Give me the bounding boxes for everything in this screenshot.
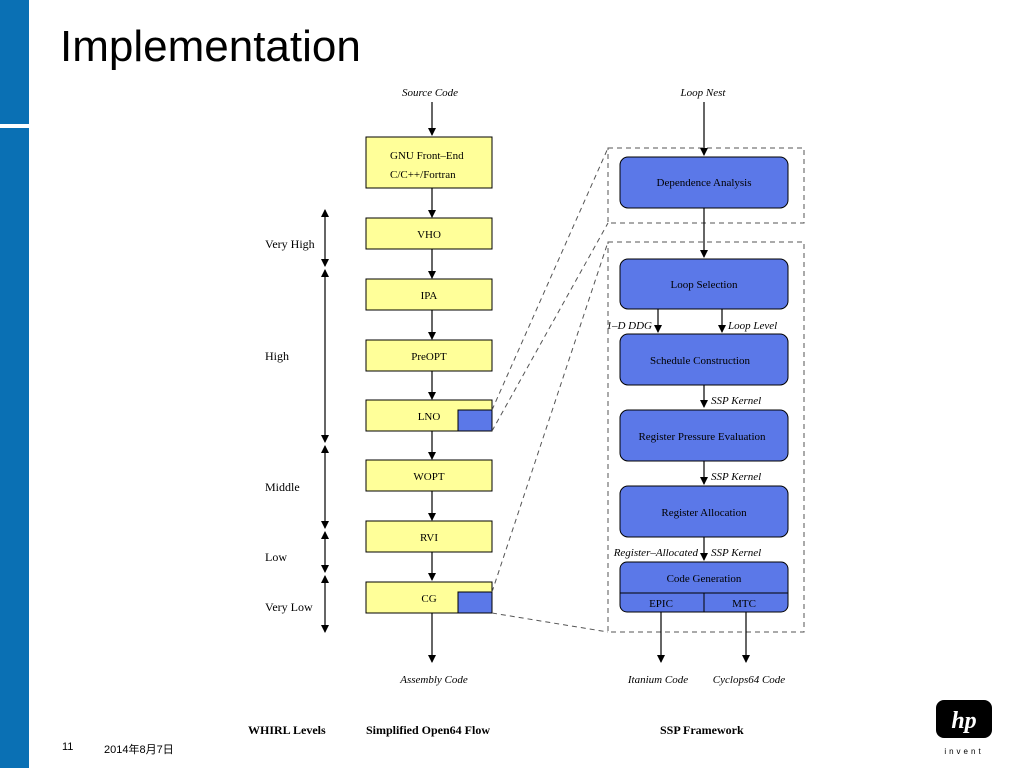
cyclops-code-label: Cyclops64 Code xyxy=(713,674,786,686)
whirl-caption: WHIRL Levels xyxy=(248,723,326,737)
svg-text:Register Pressure Evaluation: Register Pressure Evaluation xyxy=(638,431,766,443)
svg-text:Dependence Analysis: Dependence Analysis xyxy=(657,177,752,189)
ssp-arrows xyxy=(654,102,750,663)
stage-wopt: WOPT xyxy=(365,459,493,492)
register-pressure-box: Register Pressure Evaluation xyxy=(619,409,789,462)
whirl-level-high: High xyxy=(265,349,289,363)
whirl-level-very-high: Very High xyxy=(265,237,315,251)
svg-text:Register Allocation: Register Allocation xyxy=(661,507,747,519)
page-number: 11 xyxy=(62,741,74,753)
source-code-label: Source Code xyxy=(402,87,458,99)
itanium-code-label: Itanium Code xyxy=(627,674,688,686)
hp-logo: hp invent xyxy=(936,700,992,756)
svg-text:IPA: IPA xyxy=(421,290,438,302)
dependence-analysis-box: Dependence Analysis xyxy=(619,156,789,209)
assembly-code-label: Assembly Code xyxy=(399,674,468,686)
ssp-kernel-label-2: SSP Kernel xyxy=(711,471,761,483)
svg-text:CG: CG xyxy=(421,593,436,605)
svg-text:Schedule Construction: Schedule Construction xyxy=(650,355,750,367)
svg-text:VHO: VHO xyxy=(417,229,441,241)
stage-vho: VHO xyxy=(365,217,493,250)
frontend-line2: C/C++/Fortran xyxy=(390,169,456,181)
sidebar-band xyxy=(0,0,29,768)
hp-tagline: invent xyxy=(944,747,983,756)
frontend-box: GNU Front–End C/C++/Fortran xyxy=(365,136,493,189)
loop-level-label: Loop Level xyxy=(727,320,777,332)
svg-text:LNO: LNO xyxy=(418,411,441,423)
stage-rvi: RVI xyxy=(365,520,493,553)
register-allocated-label: Register–Allocated xyxy=(613,547,699,559)
stage-cg: CG xyxy=(365,581,493,614)
footer-date: 2014年8月7日 xyxy=(104,744,174,756)
ddg-label: 1–D DDG xyxy=(606,320,652,332)
mtc-label: MTC xyxy=(732,598,756,610)
dashed-connectors xyxy=(491,147,805,633)
hp-brand-text: hp xyxy=(951,708,976,734)
code-generation-label: Code Generation xyxy=(667,573,742,585)
stage-lno: LNO xyxy=(365,399,493,432)
code-generation-box: Code Generation EPIC MTC xyxy=(619,561,789,613)
loop-nest-label: Loop Nest xyxy=(680,87,727,99)
ssp-caption: SSP Framework xyxy=(660,723,744,737)
svg-text:RVI: RVI xyxy=(420,532,438,544)
schedule-construction-box: Schedule Construction xyxy=(619,333,789,386)
svg-text:PreOPT: PreOPT xyxy=(411,351,447,363)
whirl-level-low: Low xyxy=(265,550,287,564)
whirl-level-middle: Middle xyxy=(265,480,300,494)
sidebar-notch xyxy=(0,124,29,128)
whirl-level-very-low: Very Low xyxy=(265,600,313,614)
stage-preopt: PreOPT xyxy=(365,339,493,372)
flow-caption: Simplified Open64 Flow xyxy=(366,723,490,737)
svg-text:WOPT: WOPT xyxy=(413,471,444,483)
ssp-kernel-label-1: SSP Kernel xyxy=(711,395,761,407)
page-title: Implementation xyxy=(60,22,361,71)
svg-text:Loop Selection: Loop Selection xyxy=(671,279,738,291)
loop-selection-box: Loop Selection xyxy=(619,258,789,310)
register-allocation-box: Register Allocation xyxy=(619,485,789,538)
epic-label: EPIC xyxy=(649,598,673,610)
stage-ipa: IPA xyxy=(365,278,493,311)
frontend-line1: GNU Front–End xyxy=(390,150,464,162)
ssp-kernel-label-3: SSP Kernel xyxy=(711,547,761,559)
